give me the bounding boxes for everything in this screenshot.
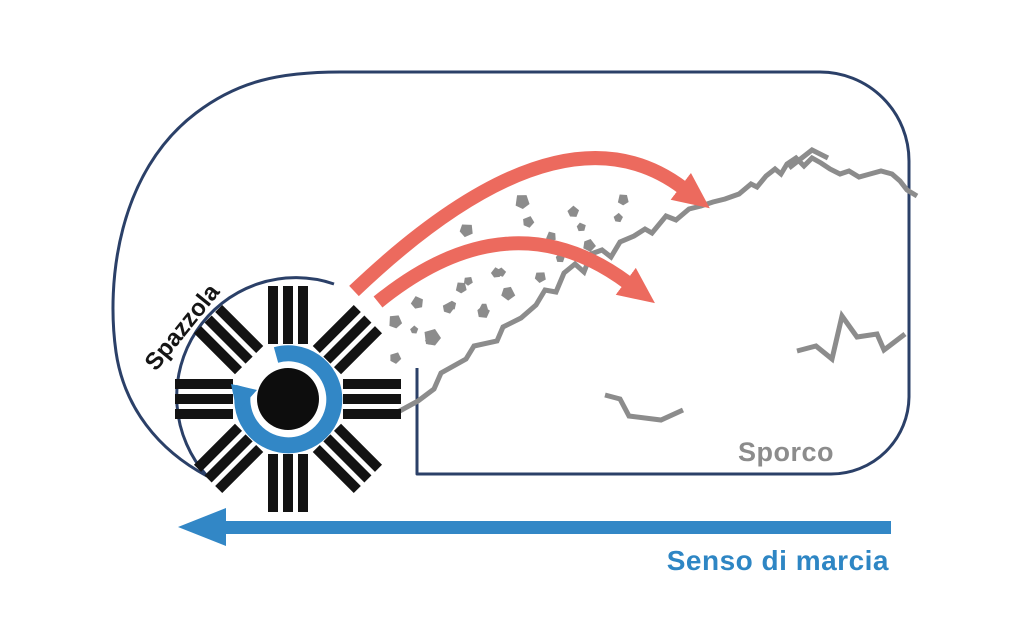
- bristle-tuft: [193, 423, 264, 494]
- dirt-arrow-lower: [373, 236, 655, 308]
- bristle-tuft: [312, 423, 383, 494]
- bristle-tuft: [343, 379, 401, 419]
- debris-particle: [613, 212, 623, 223]
- debris-particle: [390, 352, 402, 364]
- rotation-arrow-icon: [231, 345, 343, 454]
- bristle-bar: [175, 394, 233, 404]
- bristle-tuft: [193, 304, 264, 375]
- debris-particle: [459, 224, 473, 238]
- debris-particle: [389, 315, 403, 329]
- dirt-throw-arrows: [349, 151, 710, 308]
- bristle-bar: [333, 326, 383, 375]
- dirt-squiggle-right: [796, 310, 907, 364]
- bristle-bar: [323, 434, 372, 483]
- rotation-arrow-head: [231, 384, 257, 412]
- rotation-arrow-arc: [234, 345, 343, 454]
- bristle-tuft: [175, 379, 233, 419]
- bristle-bar: [175, 409, 233, 419]
- travel-direction-label: Senso di marcia: [667, 545, 889, 576]
- dirt-squiggle-left: [604, 392, 685, 423]
- debris-particle: [515, 195, 530, 209]
- debris-particle: [410, 325, 419, 334]
- debris-particle: [617, 194, 629, 206]
- debris-particle: [583, 238, 596, 252]
- bristle-tuft: [268, 454, 308, 512]
- bristle-bar: [193, 423, 243, 472]
- travel-arrow-head: [178, 508, 226, 546]
- brush-hub: [257, 368, 319, 430]
- dirt-label: Sporco: [738, 437, 834, 467]
- bristle-bar: [283, 286, 293, 344]
- bristle-bar: [283, 454, 293, 512]
- debris-particle: [463, 276, 473, 286]
- debris-particle: [576, 222, 586, 232]
- bristle-bar: [312, 444, 361, 494]
- debris-particle: [424, 334, 435, 345]
- bristle-bar: [175, 379, 233, 389]
- brush-bristles: [175, 286, 401, 512]
- bristle-bar: [298, 454, 308, 512]
- travel-arrow-shaft: [222, 521, 891, 534]
- debris-particle: [497, 267, 507, 277]
- bristle-bar: [215, 444, 264, 494]
- bristle-bar: [343, 394, 401, 404]
- dirt-arrow-upper: [349, 151, 710, 297]
- bristle-bar: [215, 304, 264, 354]
- debris-particle: [534, 272, 546, 283]
- bristle-bar: [298, 286, 308, 344]
- bristle-bar: [268, 286, 278, 344]
- machine-body-outline: [111, 70, 911, 478]
- debris-particles: [389, 194, 629, 364]
- debris-particle: [410, 296, 423, 309]
- bristle-bar: [204, 315, 253, 364]
- debris-particle: [567, 205, 580, 217]
- dirt-line-spur: [787, 147, 830, 170]
- bristle-tuft: [312, 304, 383, 375]
- bristle-tuft: [268, 286, 308, 344]
- debris-particle: [479, 303, 488, 312]
- bristle-bar: [268, 454, 278, 512]
- bristle-bar: [343, 379, 401, 389]
- dirt-pile-line: [394, 154, 919, 416]
- bristle-bar: [333, 423, 383, 472]
- debris-particle: [455, 282, 467, 294]
- bristle-bar: [312, 304, 361, 354]
- debris-particle: [447, 300, 457, 310]
- bristle-bar: [193, 326, 243, 375]
- direction-arrow-icon: [178, 508, 891, 546]
- bristle-bar: [323, 315, 372, 364]
- dirt-pile: [394, 147, 919, 423]
- debris-particle: [501, 286, 516, 301]
- bristle-bar: [204, 434, 253, 483]
- debris-particle: [523, 216, 535, 228]
- bristle-bar: [343, 409, 401, 419]
